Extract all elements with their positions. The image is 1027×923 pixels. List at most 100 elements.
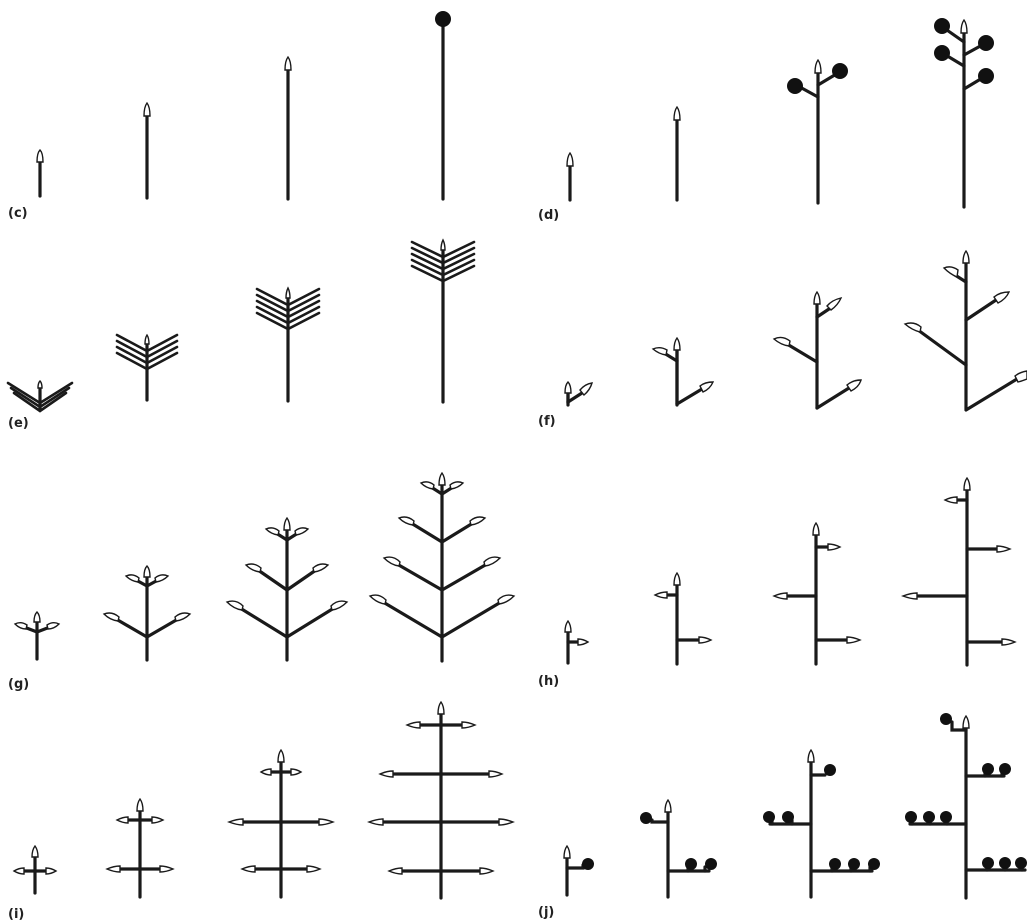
bud-icon xyxy=(266,528,279,535)
panel-e-stage-1 xyxy=(8,381,72,411)
flower-icon xyxy=(934,18,950,34)
panel-e-stage-3 xyxy=(257,288,319,401)
bud-icon xyxy=(380,771,393,777)
bud-icon xyxy=(1002,639,1015,645)
bud-icon xyxy=(407,722,420,728)
bud-icon xyxy=(964,478,970,490)
flower-icon xyxy=(999,763,1011,775)
bud-icon xyxy=(578,639,588,645)
flower-icon xyxy=(905,811,917,823)
bud-icon xyxy=(144,103,150,116)
bud-icon xyxy=(331,601,347,610)
flower-icon xyxy=(829,858,841,870)
bud-icon xyxy=(313,564,328,572)
flower-icon xyxy=(782,811,794,823)
bud-icon xyxy=(284,518,290,530)
flower-icon xyxy=(868,858,880,870)
panel-c-stage-4 xyxy=(435,11,451,199)
panel-j-diagram xyxy=(564,713,1027,898)
bud-icon xyxy=(903,593,917,599)
panel-f-stage-4 xyxy=(905,251,1027,410)
panel-i-stage-3 xyxy=(229,750,333,897)
bud-icon xyxy=(450,482,463,489)
flower-icon xyxy=(934,45,950,61)
panel-e-diagram xyxy=(8,240,474,411)
panel-g-stage-2 xyxy=(104,566,190,660)
bud-icon xyxy=(774,337,790,346)
bud-icon xyxy=(653,348,667,355)
bud-icon xyxy=(246,564,261,572)
bud-icon xyxy=(104,613,119,621)
panel-g-stage-3 xyxy=(227,518,347,660)
panel-d-stage-1 xyxy=(567,153,573,200)
bud-icon xyxy=(441,240,445,250)
flower-icon xyxy=(982,857,994,869)
bud-icon xyxy=(480,868,493,874)
panel-label-j: (j) xyxy=(538,905,554,920)
bud-icon xyxy=(580,383,592,395)
bud-icon xyxy=(384,557,400,566)
bud-icon xyxy=(160,866,173,872)
bud-icon xyxy=(319,819,333,825)
bud-icon xyxy=(828,544,840,550)
bud-icon xyxy=(34,612,40,622)
panel-d-diagram xyxy=(567,18,994,207)
panel-j-stage-4 xyxy=(905,713,1027,898)
bud-icon xyxy=(963,251,969,263)
panel-d-stage-3 xyxy=(787,60,848,203)
bud-icon xyxy=(261,769,271,775)
bud-icon xyxy=(439,473,445,485)
panel-f-stage-3 xyxy=(774,292,861,408)
bud-icon xyxy=(905,323,921,332)
panel-e-stage-2 xyxy=(117,335,177,400)
bud-icon xyxy=(963,716,969,728)
bud-icon xyxy=(421,482,434,489)
flower-icon xyxy=(582,858,594,870)
bud-icon xyxy=(46,868,56,874)
bud-icon xyxy=(565,382,571,393)
panel-h-stage-2 xyxy=(655,573,711,664)
bud-icon xyxy=(285,57,291,70)
flower-icon xyxy=(824,764,836,776)
bud-icon xyxy=(808,750,814,762)
bud-icon xyxy=(227,601,243,610)
bud-icon xyxy=(945,497,957,503)
bud-icon xyxy=(655,592,667,598)
bud-icon xyxy=(994,292,1009,303)
bud-icon xyxy=(286,288,290,298)
flower-icon xyxy=(982,763,994,775)
bud-icon xyxy=(370,595,386,604)
panel-d-stage-2 xyxy=(674,107,680,200)
bud-icon xyxy=(1015,371,1027,382)
flower-icon xyxy=(940,713,952,725)
panel-h-diagram xyxy=(565,478,1015,665)
bud-icon xyxy=(15,623,27,629)
panel-h-stage-4 xyxy=(903,478,1015,665)
bud-icon xyxy=(295,528,308,535)
panel-label-d: (d) xyxy=(538,208,559,223)
flower-icon xyxy=(763,811,775,823)
flower-icon xyxy=(848,858,860,870)
flower-icon xyxy=(923,811,935,823)
panel-f-stage-1 xyxy=(565,382,592,405)
panel-label-h: (h) xyxy=(538,674,559,689)
bud-icon xyxy=(814,292,820,304)
flower-icon xyxy=(705,858,717,870)
panel-c-stage-3 xyxy=(285,57,291,199)
bud-icon xyxy=(565,621,571,632)
bud-icon xyxy=(674,338,680,350)
bud-icon xyxy=(997,546,1010,552)
panel-j-stage-2 xyxy=(640,800,717,897)
flower-icon xyxy=(1015,857,1027,869)
panel-i-stage-4 xyxy=(369,702,513,898)
bud-icon xyxy=(369,819,383,825)
bud-icon xyxy=(567,153,573,166)
panel-e-stage-4 xyxy=(412,240,474,402)
flower-icon xyxy=(685,858,697,870)
bud-icon xyxy=(278,750,284,762)
bud-icon xyxy=(137,799,143,811)
flower-icon xyxy=(999,857,1011,869)
bud-icon xyxy=(944,267,958,277)
bud-icon xyxy=(399,517,414,525)
bud-icon xyxy=(470,517,485,525)
